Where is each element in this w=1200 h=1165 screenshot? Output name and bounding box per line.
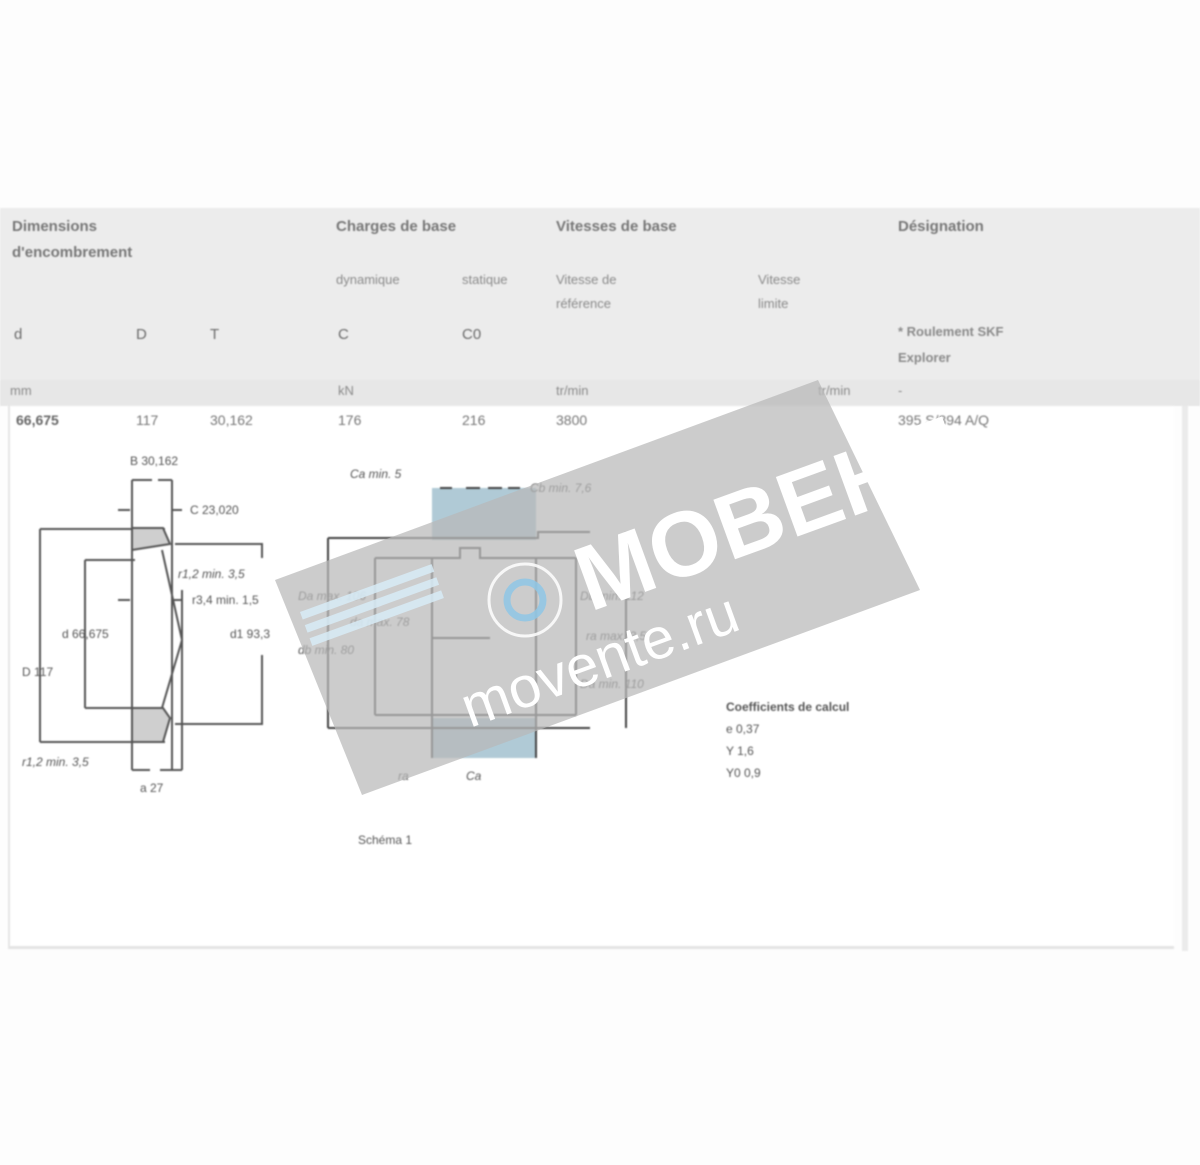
subheader-static: statique <box>462 272 508 287</box>
subheader-limit-speed-2: limite <box>758 296 789 311</box>
label-Da-min: Da min. 110 <box>580 677 644 691</box>
cell-C0: 216 <box>462 412 486 428</box>
label-db-min: db min. 80 <box>298 643 354 657</box>
calc-factor-Y: Y 1,6 <box>726 744 754 758</box>
unit-limit: tr/min <box>818 383 851 398</box>
cell-designation[interactable]: 395 S/394 A/Q <box>898 412 990 428</box>
label-d1: d1 93,3 <box>230 627 270 641</box>
cell-C: 176 <box>338 412 362 428</box>
calc-factor-Y0: Y0 0,9 <box>726 766 761 780</box>
subheader-ref-speed-1: Vitesse de <box>556 272 617 287</box>
label-Db-min: Db min. 112 <box>580 589 644 603</box>
calc-factors-title: Coefficients de calcul <box>726 700 850 714</box>
subheader-dynamic: dynamique <box>336 272 400 287</box>
abutment-svg: Ca min. 5 Cb min. 7,6 Da max. 106 da max… <box>298 467 646 847</box>
label-r34: r3,4 min. 1,5 <box>192 593 259 607</box>
label-da-max: da max. 78 <box>350 615 410 629</box>
col-C: C <box>338 326 349 343</box>
col-C0: C0 <box>462 326 482 343</box>
label-Ca: Ca <box>466 769 482 783</box>
label-ca-min: Ca min. 5 <box>350 467 402 481</box>
header-loads: Charges de base <box>336 218 457 235</box>
label-d: d 66,675 <box>62 627 109 641</box>
table-header <box>0 208 1200 406</box>
cell-ref-speed: 3800 <box>556 412 588 428</box>
designation-note-2: Explorer <box>898 350 951 365</box>
header-dims-line1: Dimensions <box>12 218 98 235</box>
header-designation: Désignation <box>898 218 984 235</box>
col-D: D <box>136 326 147 343</box>
label-ra: ra <box>398 769 409 783</box>
label-Da-max: Da max. 106 <box>298 589 366 603</box>
bearing-spec-table: Dimensions d'encombrement Charges de bas… <box>0 208 1200 951</box>
calc-factor-e: e 0,37 <box>726 722 760 736</box>
designation-note-1: * Roulement SKF <box>898 324 1004 339</box>
label-cb-min: Cb min. 7,6 <box>530 481 592 495</box>
label-C: C 23,020 <box>190 503 239 517</box>
unit-dims: mm <box>10 383 32 398</box>
cell-d: 66,675 <box>16 412 59 428</box>
col-T: T <box>210 326 220 343</box>
label-a: a 27 <box>140 781 164 795</box>
header-speeds: Vitesses de base <box>556 218 677 235</box>
label-D: D 117 <box>22 665 53 679</box>
cell-D: 117 <box>136 412 159 428</box>
subheader-limit-speed-1: Vitesse <box>758 272 801 287</box>
bearing-section-svg: B 30,162 C 23,020 r1,2 min. 3,5 r3,4 min… <box>22 454 270 795</box>
drawing-caption: Schéma 1 <box>358 833 412 847</box>
unit-speeds: tr/min <box>556 383 589 398</box>
col-d: d <box>14 326 23 343</box>
label-B: B 30,162 <box>130 454 178 468</box>
units-row <box>0 380 1200 406</box>
label-r1: r1,2 min. 3,5 <box>178 567 245 581</box>
table-right-edge <box>1182 406 1188 951</box>
label-r-min: r1,2 min. 3,5 <box>22 755 89 769</box>
header-dims-line2: d'encombrement <box>12 244 133 261</box>
unit-loads: kN <box>338 383 354 398</box>
cell-T: 30,162 <box>210 412 253 428</box>
label-ra-max: ra max. 3,5 <box>586 629 646 643</box>
subheader-ref-speed-2: référence <box>556 296 611 311</box>
unit-designation: - <box>898 383 903 398</box>
